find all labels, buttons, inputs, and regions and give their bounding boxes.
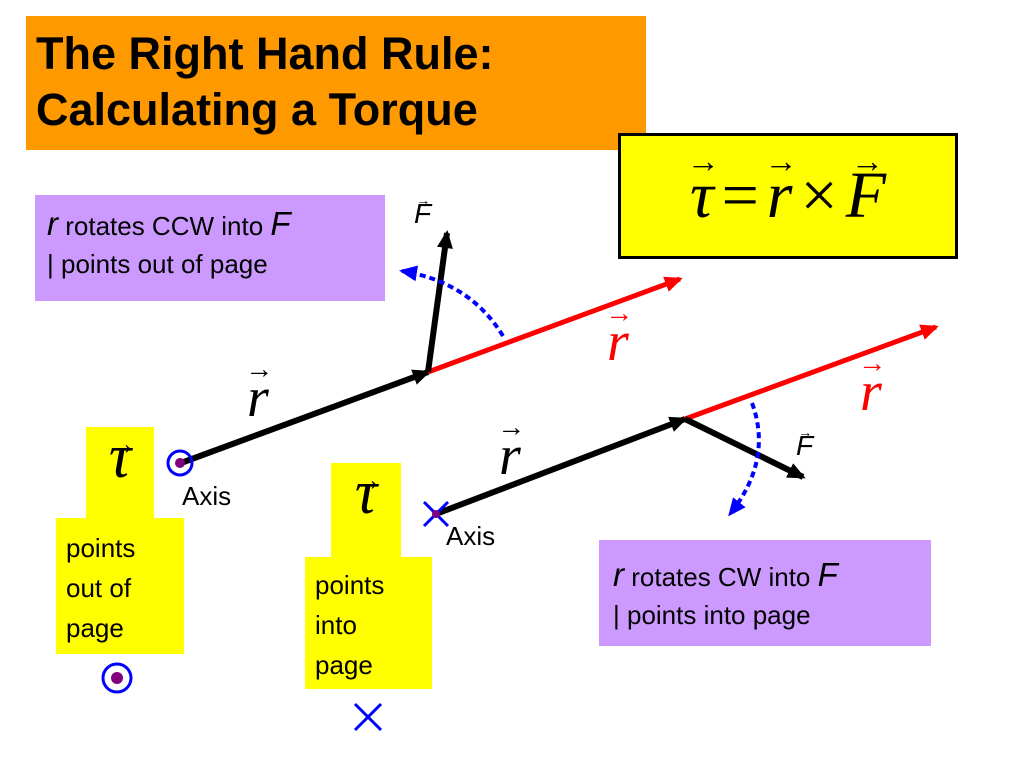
callout-cw-line2: | points into page (613, 600, 811, 630)
formula-tau: τ (690, 158, 714, 234)
r-vector-bottom (434, 416, 688, 517)
tau-out-note: points out of page (56, 518, 184, 654)
callout-cw-text: rotates CW into (624, 562, 818, 592)
formula-F: F (846, 158, 886, 234)
tau-into-line: points (315, 570, 385, 600)
callout-ccw-text: rotates CCW into (58, 211, 271, 241)
formula-cross: × (800, 159, 838, 232)
axis-label-top: Axis (182, 481, 232, 511)
rotation-arrow-ccw (399, 265, 505, 338)
label-F-top: F (414, 198, 431, 230)
into-page-icon (353, 702, 383, 732)
callout-cw-r: r (613, 556, 624, 593)
tau-out-line: points (66, 533, 136, 563)
tau-out-symbol-box: τ (86, 426, 154, 525)
label-r-red-bottom: r (860, 360, 882, 424)
callout-cw: r rotates CW into F | points into page (599, 540, 931, 646)
rotation-arrow-cw (728, 402, 761, 517)
slide-title: The Right Hand Rule: Calculating a Torqu… (26, 16, 646, 150)
tau-out-symbol: τ (109, 426, 131, 488)
out-of-page-icon (101, 662, 133, 694)
callout-cw-F: F (817, 556, 838, 593)
callout-ccw-r: r (47, 205, 58, 242)
tau-out-line: page (66, 613, 124, 643)
label-r-black-top: r (247, 366, 269, 430)
F-vector-bottom (683, 416, 806, 480)
F-vector-top (425, 230, 453, 373)
label-r-black-bottom: r (499, 424, 521, 488)
title-line-1: The Right Hand Rule: (36, 28, 494, 79)
r-vector-red-bottom (684, 324, 939, 422)
formula-equals: = (721, 159, 759, 232)
axis-out-icon (166, 449, 194, 477)
label-r-red-top: r (607, 310, 629, 374)
callout-ccw-F: F (270, 205, 291, 242)
tau-into-line: page (315, 650, 373, 680)
axis-label-bottom: Axis (446, 521, 496, 551)
tau-into-line: into (315, 610, 357, 640)
tau-into-note: points into page (305, 557, 432, 689)
tau-into-symbol: τ (355, 462, 377, 524)
r-vector-top (179, 369, 431, 466)
torque-formula: τ = r × F (618, 133, 958, 259)
r-vector-red-top (427, 276, 683, 375)
callout-ccw: r rotates CCW into F | points out of pag… (35, 195, 385, 301)
callout-ccw-line2: | points out of page (47, 249, 268, 279)
label-F-bottom: F (796, 430, 813, 462)
formula-r: r (767, 158, 793, 234)
title-line-2: Calculating a Torque (36, 84, 478, 135)
tau-into-symbol-box: τ (331, 462, 401, 563)
tau-out-line: out of (66, 573, 132, 603)
